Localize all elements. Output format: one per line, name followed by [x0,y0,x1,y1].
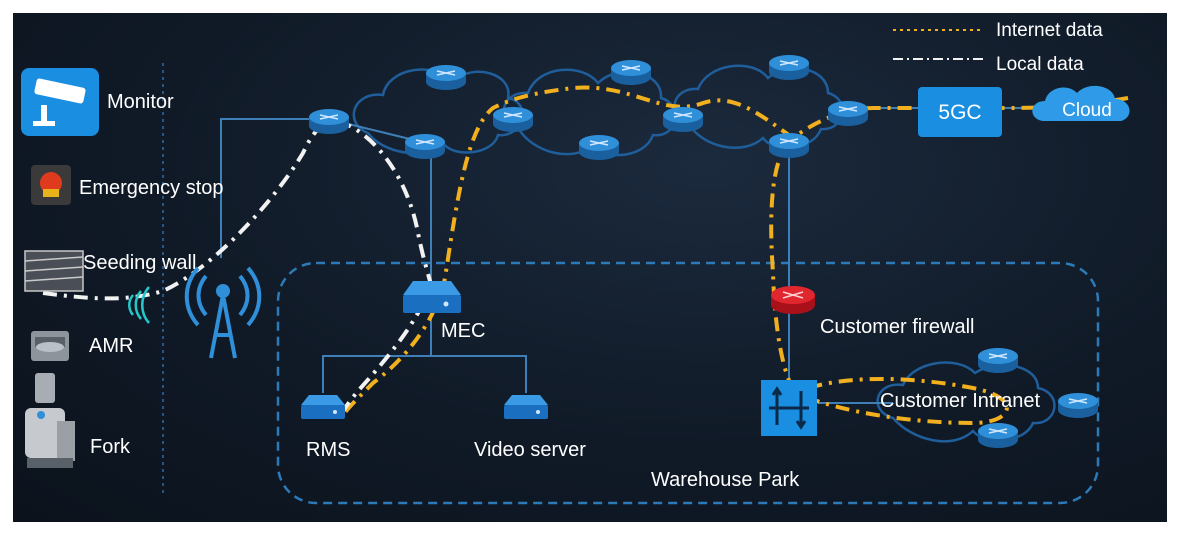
local-data-path [42,116,434,419]
firewall-icon [771,286,815,314]
5gc-label: 5GC [938,101,981,124]
router-icon [768,132,810,159]
legend-local-label: Local data [996,54,1084,75]
warehouse-park-label: Warehouse Park [651,469,800,491]
router-icon [578,134,620,161]
camera-icon [21,68,99,136]
warehouse-park-zone [276,261,1100,505]
legend: Internet data Local data [893,20,1103,75]
router-icon [404,133,446,160]
customer-firewall-label: Customer firewall [820,316,974,338]
emergency-button-icon [31,165,71,205]
router-icon [827,100,869,127]
robot-icon [31,331,69,361]
cell-tower-icon [184,266,262,359]
network-diagram: Internet data Local data Warehouse Park [21,20,1130,505]
links [220,107,1038,404]
fork-label: Fork [90,436,131,458]
wireless-signal-icon [128,286,150,324]
emergency-stop-label: Emergency stop [79,177,224,199]
rms-label: RMS [306,439,350,461]
shelf-icon [24,250,84,292]
video-server-label: Video server [474,439,586,461]
rms-server-icon [301,395,345,419]
mec-server-icon [403,281,461,313]
router-icon [977,422,1019,449]
forklift-icon [25,373,75,468]
video-server-icon [504,395,548,419]
router-icon [768,54,810,81]
diagram-frame: Internet data Local data Warehouse Park [13,13,1167,522]
customer-intranet-label: Customer Intranet [880,390,1041,412]
router-icon [308,108,350,135]
router-icon [425,64,467,91]
legend-internet-label: Internet data [996,20,1103,41]
router-icon [977,347,1019,374]
router-icon [662,106,704,133]
switch-icon [761,380,817,436]
router-icon [1057,392,1099,419]
cloud-label: Cloud [1062,100,1112,121]
amr-label: AMR [89,335,133,357]
cloud-icon [1032,85,1130,121]
router-icon [492,106,534,133]
monitor-label: Monitor [107,91,174,113]
seeding-wall-label: Seeding wall [83,252,196,274]
router-icon [610,59,652,86]
5gc-node [918,87,1002,137]
internet-data-path [341,85,1129,426]
mec-label: MEC [441,320,485,342]
customer-intranet-cloud [876,361,1056,443]
network-cloud-3 [673,64,844,149]
